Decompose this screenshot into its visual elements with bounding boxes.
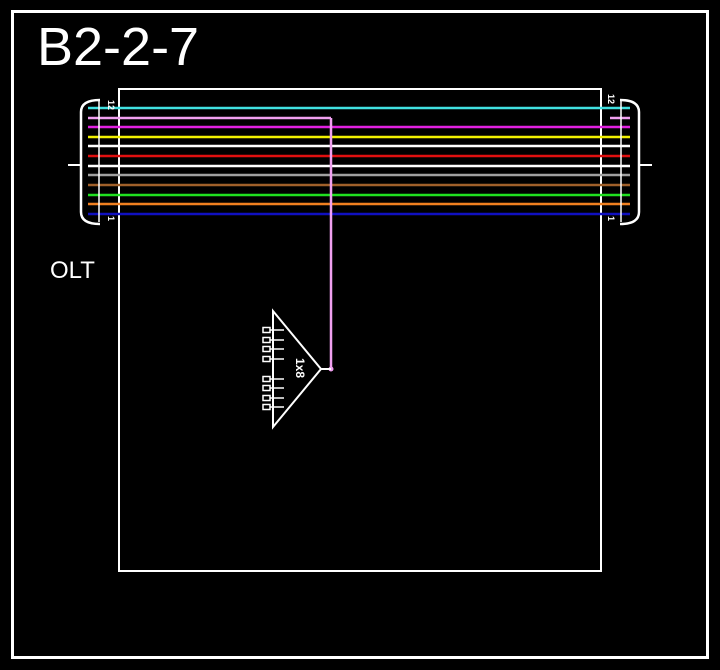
connector-right-bottom-label: 1 [606,216,616,221]
connector-right-top-label: 12 [606,94,616,104]
splitter-label: 1x8 [293,358,307,378]
connector-left-bracket [79,98,101,226]
splitter-1x8: 1x8 [262,308,331,430]
connector-left-bottom-label: 1 [106,216,116,221]
olt-box [118,88,602,572]
outer-frame [11,10,709,659]
connector-left-top-label: 12 [106,100,116,110]
device-label: OLT [50,257,95,284]
connector-right-bracket [619,98,641,226]
diagram-title: B2-2-7 [37,17,200,77]
fiber-bundle [88,106,630,372]
